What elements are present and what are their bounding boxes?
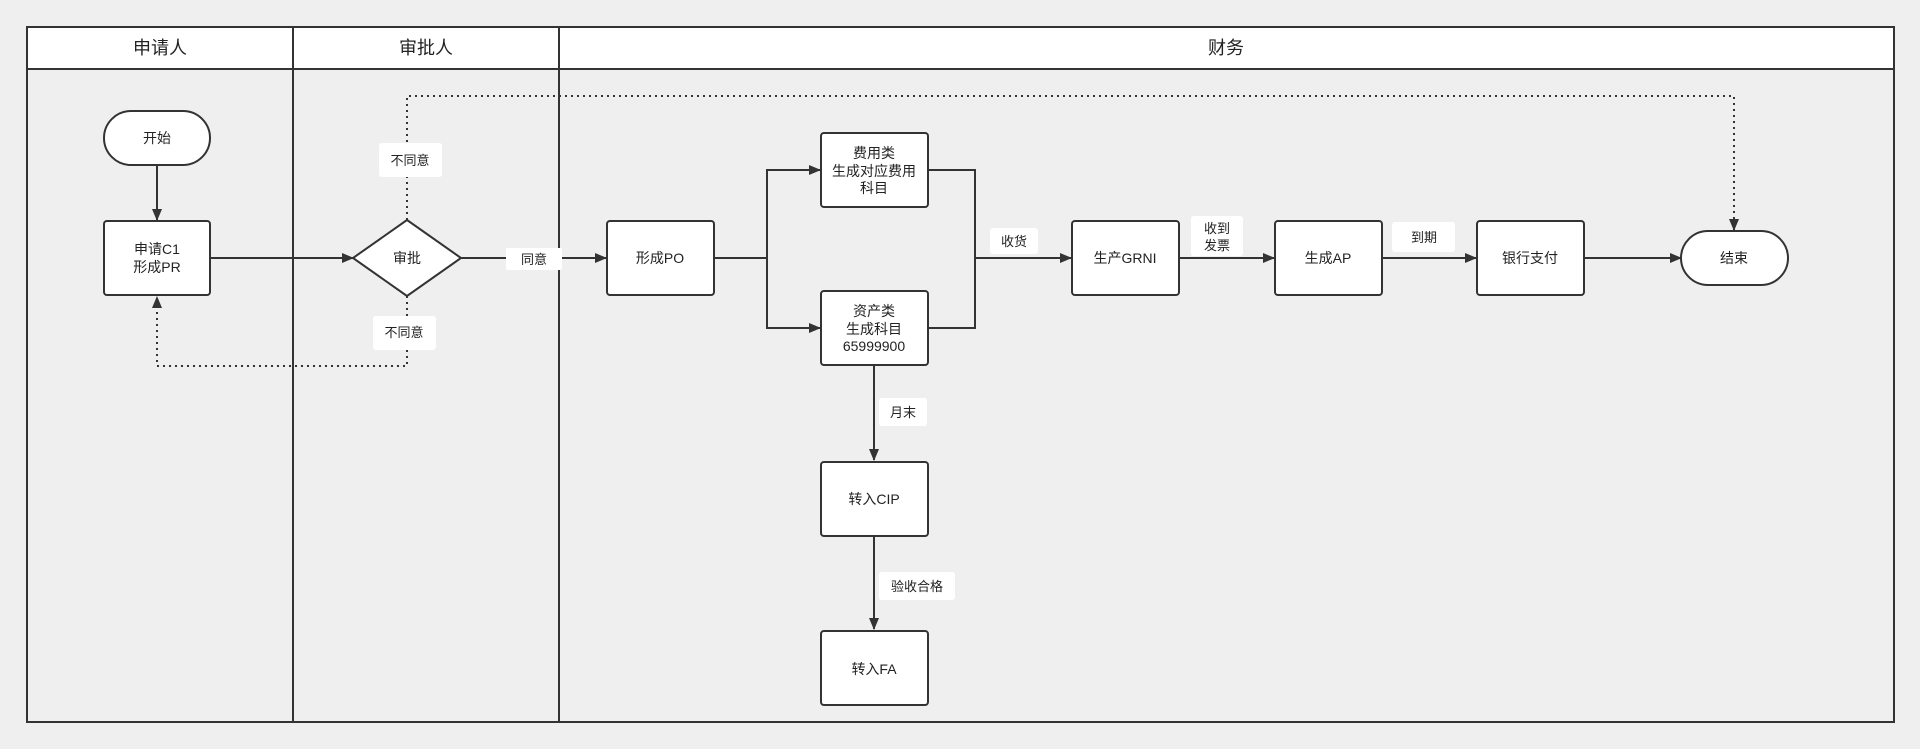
node-apply-label-1: 申请C1: [134, 241, 180, 257]
node-start[interactable]: 开始: [103, 110, 211, 166]
edge-branch-asset: [766, 258, 821, 333]
lane-title-applicant: 申请人: [133, 38, 187, 58]
node-grni-label: 生产GRNI: [1094, 250, 1157, 266]
node-asset[interactable]: 资产类 生成科目 65999900: [820, 290, 929, 366]
node-asset-label-1: 资产类: [853, 303, 895, 319]
node-pay-label: 银行支付: [1502, 250, 1558, 266]
node-grni[interactable]: 生产GRNI: [1071, 220, 1180, 296]
node-asset-label-2: 生成科目: [846, 321, 902, 337]
edge-label-receive-invoice-line1: 收到: [1204, 221, 1230, 236]
node-expense[interactable]: 费用类 生成对应费用 科目: [820, 132, 929, 208]
node-expense-label-3: 科目: [860, 180, 888, 196]
edge-label-receive-invoice: 收到 发票: [1191, 216, 1243, 256]
edge-label-agree-text: 同意: [521, 252, 547, 267]
node-ap-label: 生成AP: [1305, 250, 1352, 266]
swimlane-frame: [26, 26, 1895, 723]
edge-label-disagree-bottom-text: 不同意: [384, 325, 423, 340]
edge-branch-expense: [766, 165, 821, 258]
node-po-label: 形成PO: [636, 250, 684, 266]
edge-label-acceptance: 验收合格: [879, 572, 955, 600]
node-approve[interactable]: 审批: [351, 218, 463, 298]
node-expense-label-1: 费用类: [853, 145, 895, 161]
node-ap[interactable]: 生成AP: [1274, 220, 1383, 296]
edge-label-agree: 同意: [506, 248, 562, 270]
lane-title-approver: 审批人: [399, 38, 453, 58]
edge-label-disagree-top-text: 不同意: [390, 153, 429, 168]
edge-label-receive-goods: 收货: [990, 228, 1038, 254]
edge-label-due-text: 到期: [1411, 230, 1437, 245]
node-end-label: 结束: [1720, 250, 1748, 266]
node-end[interactable]: 结束: [1680, 230, 1789, 286]
edge-label-receive-invoice-line2: 发票: [1204, 238, 1230, 253]
edge-reject-apply: [152, 296, 408, 367]
node-asset-label-3: 65999900: [843, 338, 906, 354]
node-pay[interactable]: 银行支付: [1476, 220, 1585, 296]
edge-label-due: 到期: [1392, 222, 1455, 252]
edge-label-month-end: 月末: [879, 398, 927, 426]
node-cip[interactable]: 转入CIP: [820, 461, 929, 537]
node-fa-label: 转入FA: [851, 661, 897, 677]
node-start-label: 开始: [143, 130, 171, 146]
lane-title-finance: 财务: [1208, 38, 1244, 58]
edge-label-receive-goods-text: 收货: [1001, 234, 1027, 249]
edge-label-month-end-text: 月末: [890, 405, 916, 420]
edge-label-disagree-bottom: 不同意: [373, 316, 436, 350]
node-apply-label-2: 形成PR: [133, 259, 180, 275]
edge-expense-merge: [928, 169, 976, 258]
node-cip-label: 转入CIP: [848, 491, 899, 507]
edge-label-acceptance-text: 验收合格: [891, 579, 943, 594]
node-expense-label-2: 生成对应费用: [832, 163, 916, 179]
node-approve-label: 审批: [393, 250, 421, 266]
edge-label-disagree-top: 不同意: [379, 143, 442, 177]
node-fa[interactable]: 转入FA: [820, 630, 929, 706]
edge-asset-merge: [928, 258, 976, 329]
node-apply[interactable]: 申请C1 形成PR: [103, 220, 211, 296]
node-po[interactable]: 形成PO: [606, 220, 715, 296]
